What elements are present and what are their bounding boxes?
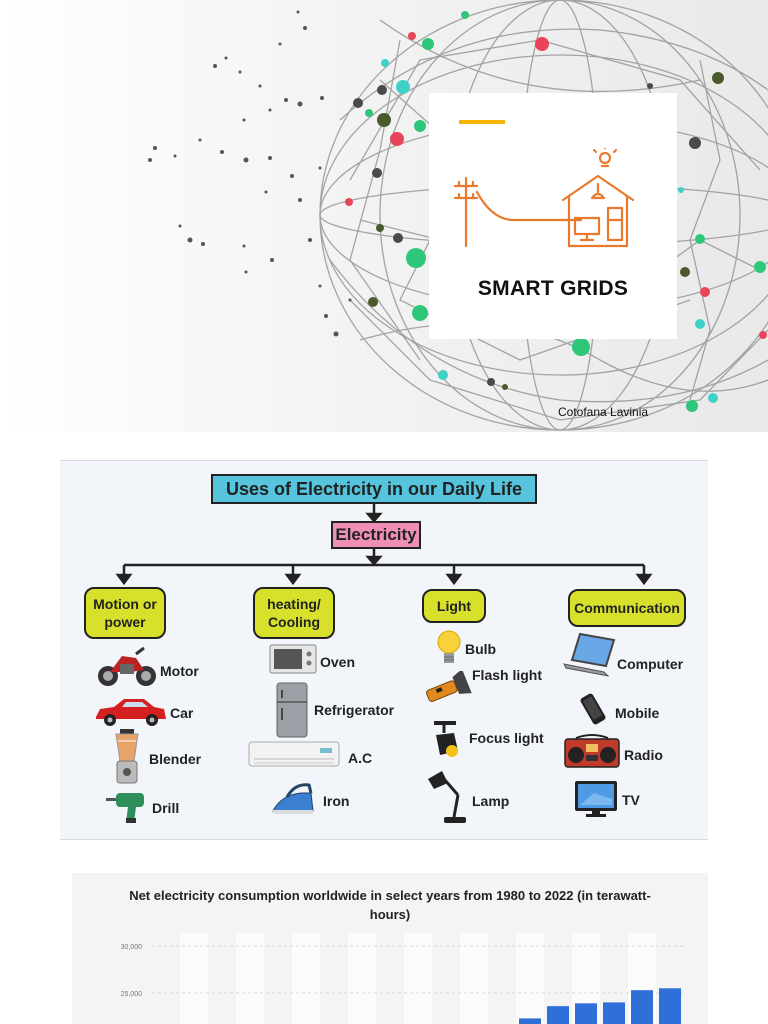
item-radio: Radio [624, 747, 663, 763]
item-motor: Motor [160, 663, 199, 679]
chart-title: Net electricity consumption worldwide in… [129, 888, 651, 922]
plot-stripe [516, 933, 544, 1024]
item-focus-light: Focus light [469, 730, 544, 746]
radio-icon [564, 734, 620, 768]
item-iron: Iron [323, 793, 350, 809]
chart-bar [575, 1003, 597, 1024]
chart-bar [659, 988, 681, 1024]
smart-grid-house-icon [453, 148, 635, 248]
plot-stripe [292, 933, 320, 1024]
bulb-icon [437, 630, 461, 663]
flashlight-icon [426, 671, 472, 702]
motorcycle-icon [98, 646, 156, 686]
item-bulb: Bulb [465, 641, 497, 657]
item-car: Car [170, 705, 194, 721]
y-tick-label: 30,000 [121, 944, 143, 951]
cover-title: SMART GRIDS [477, 277, 629, 300]
category-communication: Communication [568, 589, 686, 627]
category-light: Light [422, 589, 486, 623]
refrigerator-icon [276, 682, 308, 738]
item-tv: TV [622, 792, 640, 808]
plot-stripe [460, 933, 488, 1024]
author-name: Cotofana Lavinia [558, 405, 649, 419]
television-icon [575, 781, 617, 817]
bar-chart: 30,000 25,000 [121, 933, 684, 1024]
category-heating-cooling: heating/ Cooling [253, 587, 335, 639]
plot-stripe [236, 933, 264, 1024]
item-refrigerator: Refrigerator [314, 702, 395, 718]
chart-bar [603, 1002, 625, 1024]
chart-bar [547, 1006, 569, 1024]
plot-stripe [348, 933, 376, 1024]
oven-icon [269, 644, 317, 674]
title-card: SMART GRIDS [429, 93, 677, 339]
item-blender: Blender [149, 751, 202, 767]
mobile-phone-icon [580, 693, 606, 725]
item-computer: Computer [617, 656, 684, 672]
accent-bar [459, 120, 505, 124]
diagram-connectors [115, 504, 653, 586]
category-motion-or-power: Motion or power [84, 587, 166, 639]
item-drill: Drill [152, 800, 180, 816]
item-mobile: Mobile [615, 705, 660, 721]
laptop-computer-icon [563, 632, 616, 677]
chart-bar [519, 1018, 541, 1024]
item-lamp: Lamp [472, 793, 510, 809]
electricity-uses-diagram: Uses of Electricity in our Daily Life El… [60, 460, 708, 840]
plot-stripe [180, 933, 208, 1024]
air-conditioner-icon [248, 741, 340, 767]
plot-stripe [404, 933, 432, 1024]
consumption-chart-slide: Net electricity consumption worldwide in… [72, 873, 708, 1024]
item-flash-light: Flash light [472, 667, 542, 683]
drill-icon [106, 793, 144, 823]
electricity-root-node: Electricity [331, 521, 421, 549]
cover-slide: SMART GRIDS Cotofana Lavinia [0, 0, 768, 432]
diagram-title: Uses of Electricity in our Daily Life [211, 474, 537, 504]
desk-lamp-icon [428, 771, 466, 823]
item-oven: Oven [320, 654, 356, 670]
car-icon [96, 699, 166, 726]
focus-light-icon [434, 721, 458, 757]
blender-icon [115, 729, 139, 784]
iron-icon [272, 783, 314, 814]
item-ac: A.C [348, 750, 373, 766]
chart-bar [631, 990, 653, 1024]
y-tick-label: 25,000 [121, 991, 143, 998]
